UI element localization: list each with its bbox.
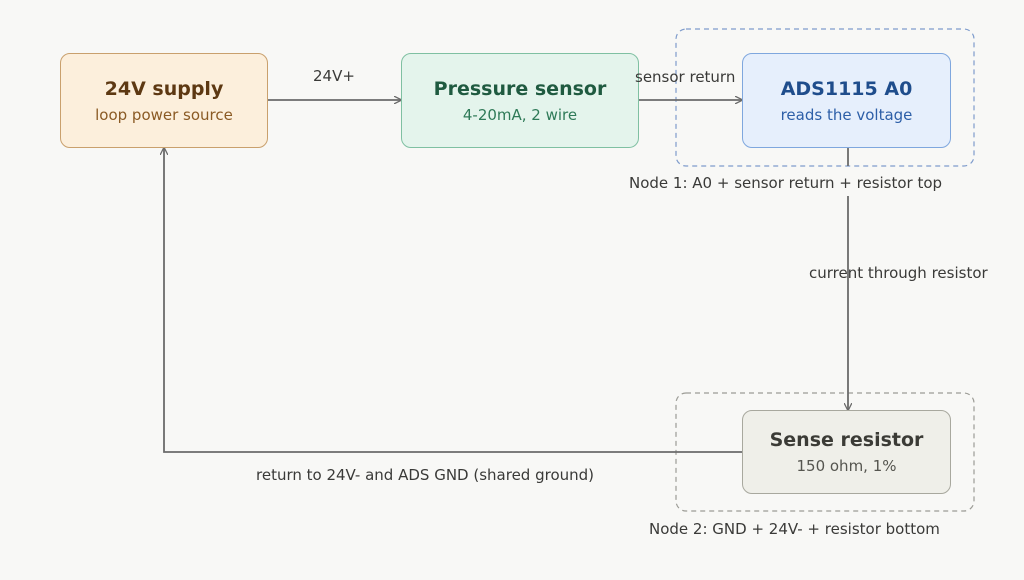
supply-subtitle: loop power source: [95, 105, 233, 124]
edge-label-sensor-return: sensor return: [635, 68, 736, 86]
resistor-block: Sense resistor 150 ohm, 1%: [742, 410, 951, 494]
sensor-block: Pressure sensor 4-20mA, 2 wire: [401, 53, 639, 148]
sensor-title: Pressure sensor: [433, 77, 607, 100]
edge-label-24v-plus: 24V+: [313, 67, 355, 85]
edge-label-current-through-resistor: current through resistor: [809, 264, 988, 282]
ads-subtitle: reads the voltage: [780, 105, 913, 124]
ads-block: ADS1115 A0 reads the voltage: [742, 53, 951, 148]
sensor-subtitle: 4-20mA, 2 wire: [462, 105, 578, 124]
supply-title: 24V supply: [104, 77, 224, 100]
node2-label: Node 2: GND + 24V- + resistor bottom: [649, 520, 940, 538]
resistor-title: Sense resistor: [769, 429, 924, 451]
ads-title: ADS1115 A0: [780, 77, 913, 100]
node1-label: Node 1: A0 + sensor return + resistor to…: [629, 174, 943, 192]
edge-label-return-to-ground: return to 24V- and ADS GND (shared groun…: [256, 466, 595, 484]
wire-resistor-to-supply: [164, 148, 742, 453]
node1-group-outline: [675, 28, 975, 167]
supply-block: 24V supply loop power source: [60, 53, 268, 148]
resistor-subtitle: 150 ohm, 1%: [796, 457, 897, 475]
